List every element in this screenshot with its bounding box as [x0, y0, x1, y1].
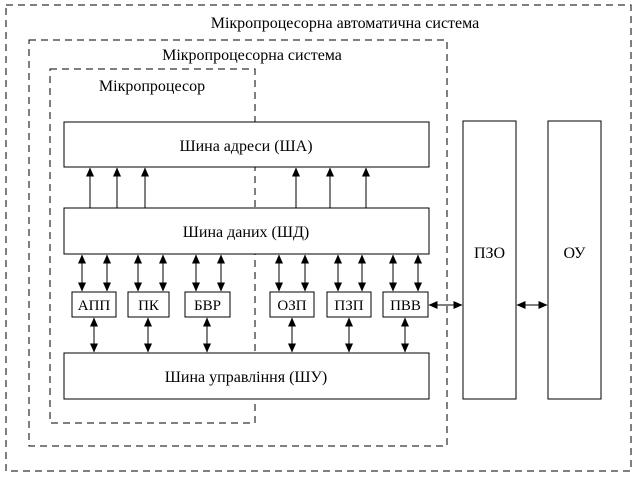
address-bus-label: Шина адреси (ША)	[179, 138, 312, 155]
address-bus	[63, 121, 430, 168]
module-bvr	[184, 291, 231, 318]
module-bvr-label: БВР	[194, 298, 221, 314]
pzo-label: ПЗО	[474, 245, 505, 262]
control-bus	[63, 352, 430, 400]
module-pvv	[382, 291, 429, 318]
microprocessor-boundary	[49, 68, 256, 424]
ou-block	[547, 120, 602, 400]
microprocessor-label: Мікропроцесор	[99, 78, 205, 95]
ou-label: ОУ	[564, 245, 587, 262]
module-pk	[127, 291, 170, 318]
control-bus-label: Шина управління (ШУ)	[165, 369, 327, 386]
data-bus-label: Шина даних (ШД)	[183, 224, 309, 241]
microprocessor-system-boundary	[28, 39, 448, 447]
pzo-block	[462, 120, 517, 400]
module-pzp-label: ПЗП	[334, 298, 363, 314]
data-bus	[63, 207, 430, 255]
module-app-label: АПП	[78, 298, 111, 314]
module-ozp	[269, 291, 315, 318]
module-ozp-label: ОЗП	[277, 298, 306, 314]
automatic-system-label: Мікропроцесорна автоматична система	[211, 15, 480, 32]
automatic-system-boundary	[5, 4, 632, 472]
microprocessor-system-label: Мікропроцесорна система	[162, 47, 342, 64]
module-pzp	[326, 291, 372, 318]
module-app	[71, 291, 117, 318]
module-pvv-label: ПВВ	[390, 298, 421, 314]
module-pk-label: ПК	[138, 298, 160, 314]
